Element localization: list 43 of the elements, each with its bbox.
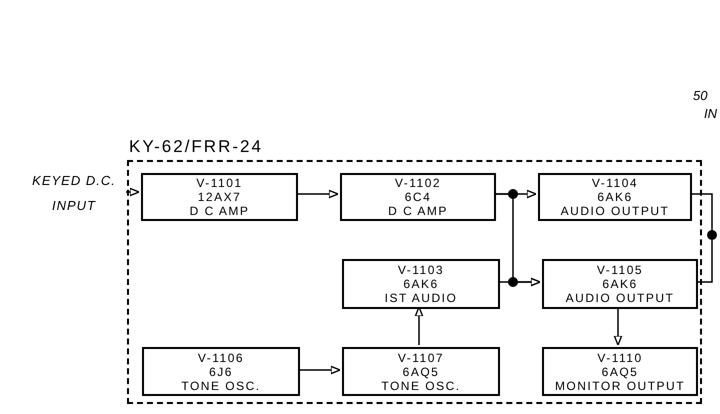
cut-off-label: IN — [704, 105, 717, 123]
tube-number: V-1104 — [592, 176, 638, 190]
signal-line — [298, 366, 341, 374]
signal-line — [614, 307, 622, 346]
stage-name: AUDIO OUTPUT — [566, 291, 674, 305]
tube-stage-box — [342, 259, 500, 309]
tube-stage-box — [142, 347, 300, 396]
tube-number: V-1110 — [597, 350, 643, 364]
tube-type: 6AK6 — [602, 277, 638, 291]
stage-name: IST AUDIO — [384, 291, 458, 305]
tube-type: 6J6 — [209, 364, 233, 378]
tube-stage-box — [542, 259, 698, 309]
stage-name: TONE OSC. — [381, 378, 461, 392]
tube-number: V-1101 — [196, 176, 243, 190]
tube-type: 6AK6 — [597, 190, 633, 204]
tube-type: 6AK6 — [403, 277, 439, 291]
tube-stage-box — [141, 173, 298, 221]
tube-number: V-1107 — [398, 350, 444, 364]
stage-name: TONE OSC. — [181, 378, 261, 392]
tube-stage-box — [340, 173, 496, 221]
tube-number: V-1103 — [398, 263, 444, 277]
cut-off-label: 50 — [693, 87, 708, 105]
tube-type: 12AX7 — [198, 190, 242, 204]
tube-stage-box — [538, 173, 692, 221]
signal-line — [498, 278, 541, 286]
stage-name: D C AMP — [388, 204, 448, 218]
tube-number: V-1102 — [394, 176, 442, 190]
tube-type: 6C4 — [404, 190, 432, 204]
stage-name: D C AMP — [190, 204, 250, 218]
signal-line — [696, 240, 713, 283]
tube-stage-box — [542, 347, 698, 396]
tube-type: 6AQ5 — [602, 364, 638, 378]
signal-line — [296, 190, 339, 198]
tube-number: V-1105 — [596, 263, 644, 277]
signal-line — [126, 188, 140, 196]
stage-name: AUDIO OUTPUT — [560, 204, 670, 218]
unit-title: KY-62/FRR-24 — [129, 136, 263, 158]
tube-type: 6AQ5 — [402, 364, 440, 378]
input-label-text: KEYED D.C. INPUT — [31, 172, 117, 215]
signal-line — [690, 193, 713, 230]
tube-stage-box — [342, 347, 500, 396]
tube-number: V-1106 — [198, 350, 244, 364]
stage-name: MONITOR OUTPUT — [554, 378, 686, 392]
